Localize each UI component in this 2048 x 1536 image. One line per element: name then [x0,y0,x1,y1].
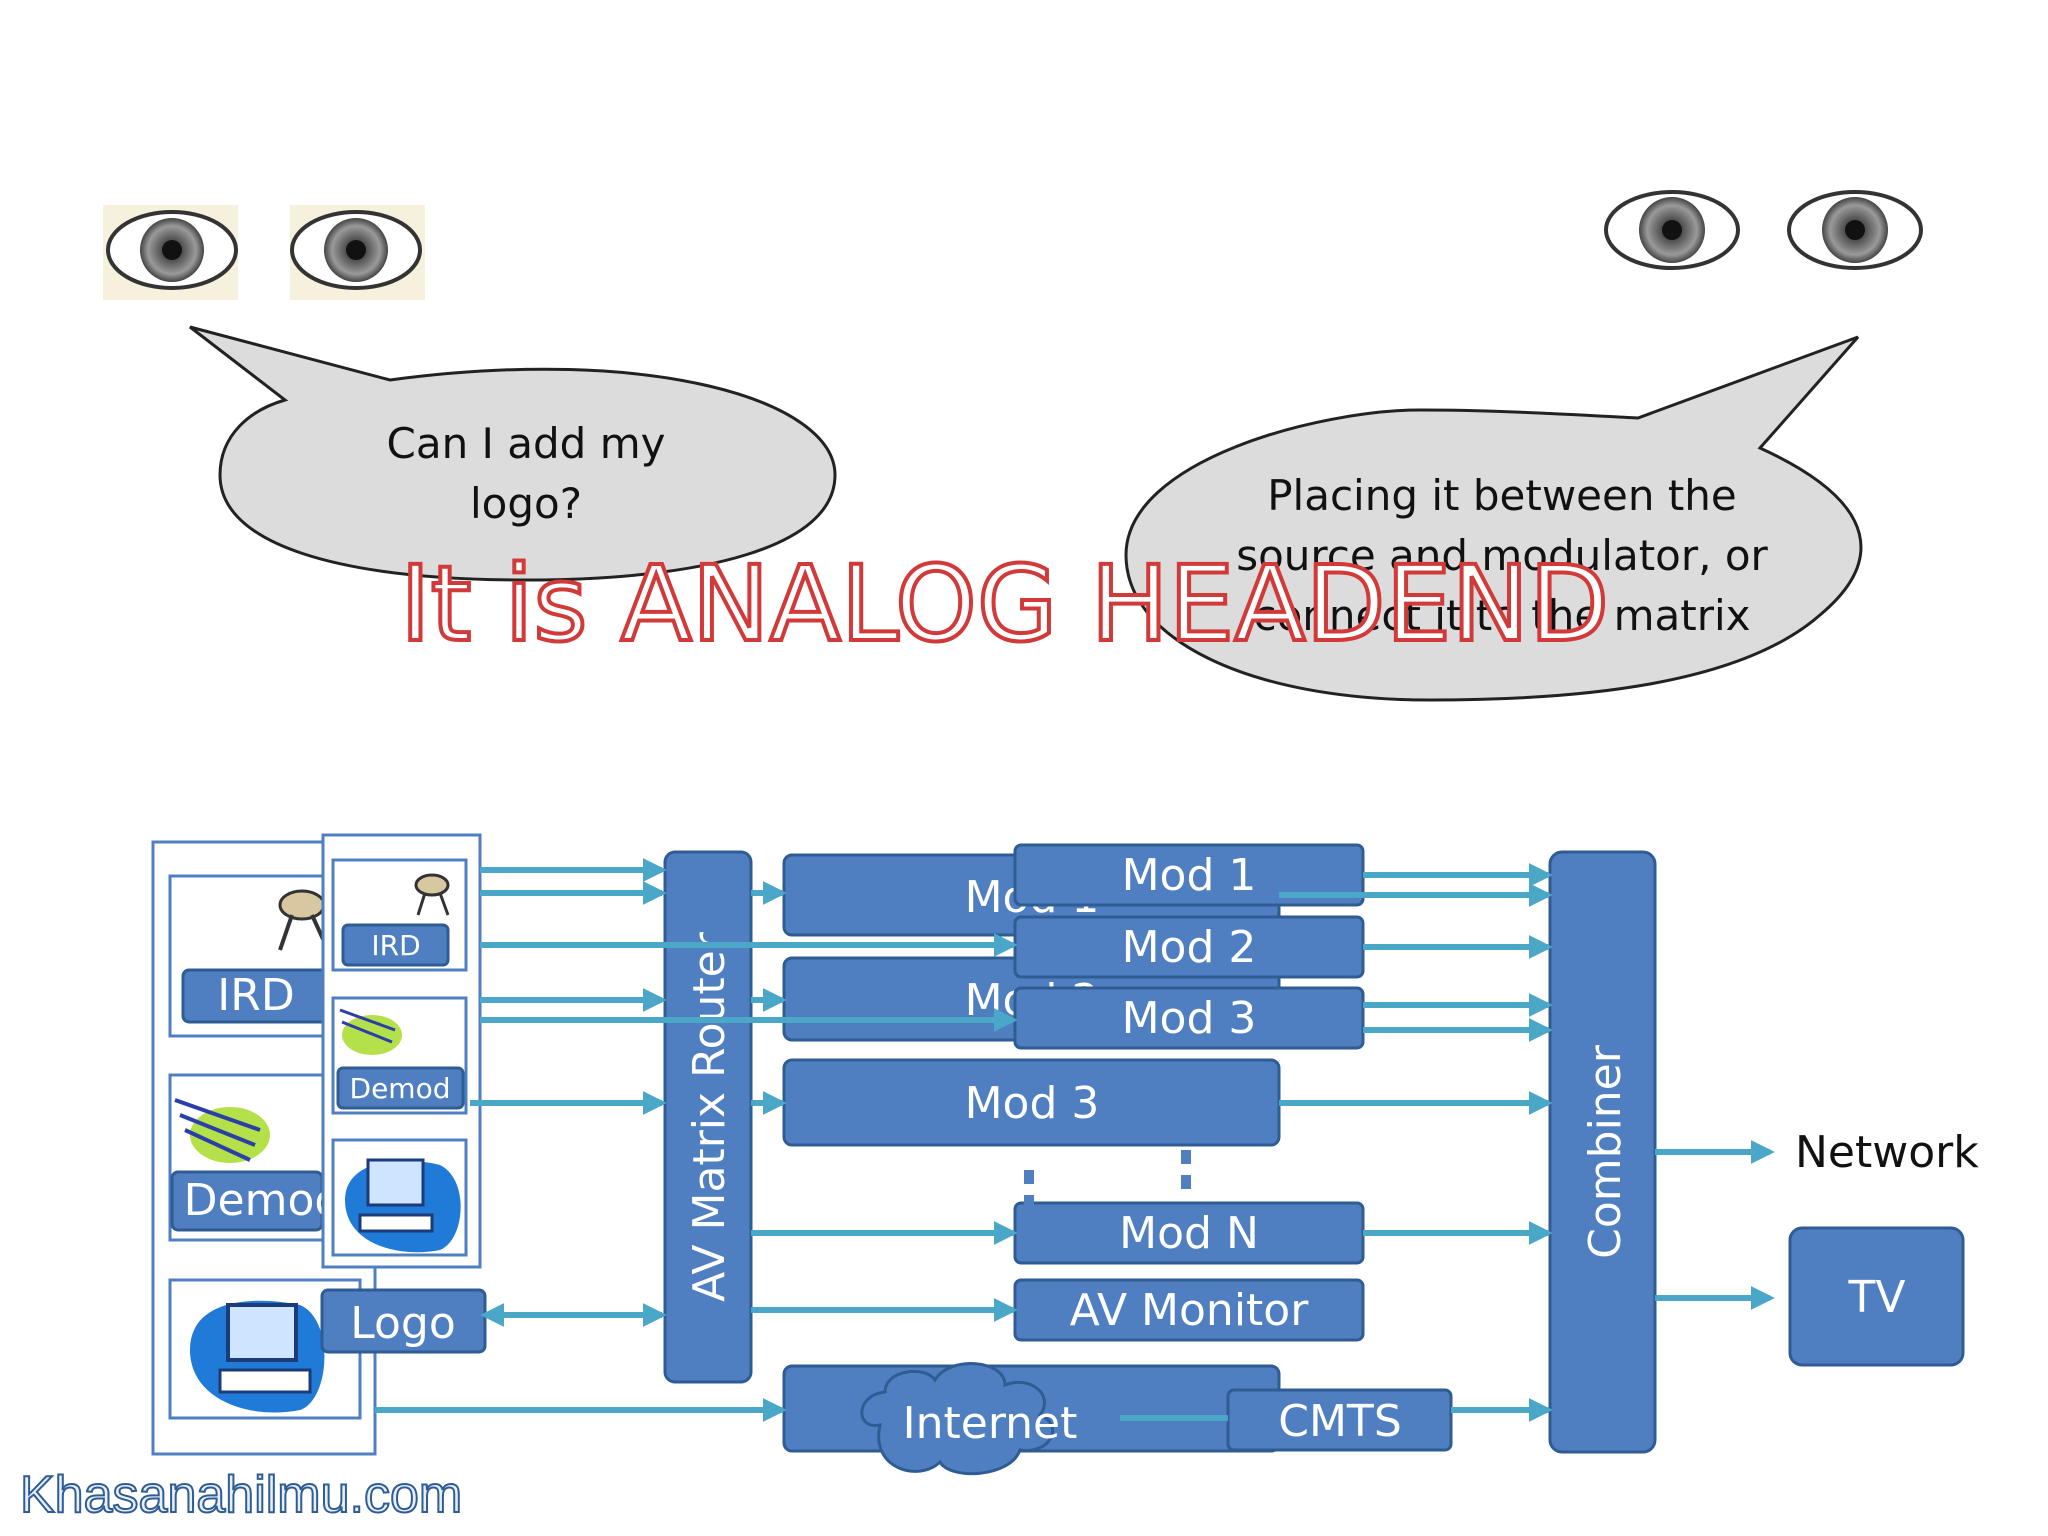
demod-front-label: Demod [350,1072,451,1105]
source-arrows [470,858,667,1327]
mod-3-back-label: Mod 3 [965,1078,1100,1129]
right-bubble-line-2: source and modulator, or [1236,531,1768,580]
computer-icon [345,1158,461,1253]
demod-back-label: Demod [184,1175,343,1226]
computer-icon [190,1300,325,1413]
left-bubble-line-1: Can I add my [387,419,666,468]
internet-label: Internet [903,1398,1078,1449]
antenna-icon [174,1098,270,1163]
cloud-icon [860,1362,1054,1476]
combiner-label: Combiner [1580,1044,1631,1259]
mod-n-label: Mod N [1119,1208,1259,1259]
cmts-label: CMTS [1278,1396,1402,1447]
source-group-front: IRD Demod [321,833,482,1269]
antenna-icon [339,1008,402,1055]
tv-label: TV [1848,1272,1906,1323]
left-speech-bubble: Can I add my logo? [189,325,837,582]
mod-2-label: Mod 2 [1122,922,1257,973]
combiner-arrows [1120,863,1553,1422]
av-matrix-router [663,850,753,1384]
watermark: Khasanahilmu.com [20,1466,462,1524]
output-arrows [1655,1140,1775,1310]
left-eyes-icon [103,205,425,300]
left-bubble-line-2: logo? [470,479,582,528]
ird-back-label: IRD [217,970,294,1021]
right-eyes-icon [1604,190,1923,270]
right-speech-bubble: Placing it between the source and modula… [1124,335,1863,702]
router-arrows [375,881,1018,1422]
ellipsis-dots [1024,1150,1191,1209]
logo-label: Logo [350,1298,456,1349]
right-bubble-line-3: connect it to the matrix [1254,591,1751,640]
mod-1-label: Mod 1 [1122,850,1257,901]
router-label: AV Matrix Router [684,931,735,1302]
network-label: Network [1795,1127,1979,1178]
right-bubble-line-1: Placing it between the [1267,471,1737,520]
satellite-dish-icon [414,873,450,916]
av-monitor-label: AV Monitor [1070,1285,1310,1336]
mod-3-front-label: Mod 3 [1122,993,1257,1044]
tv-box [1788,1226,1965,1367]
ird-front-label: IRD [371,929,420,962]
headline: It is ANALOG HEADEND [400,543,1609,665]
